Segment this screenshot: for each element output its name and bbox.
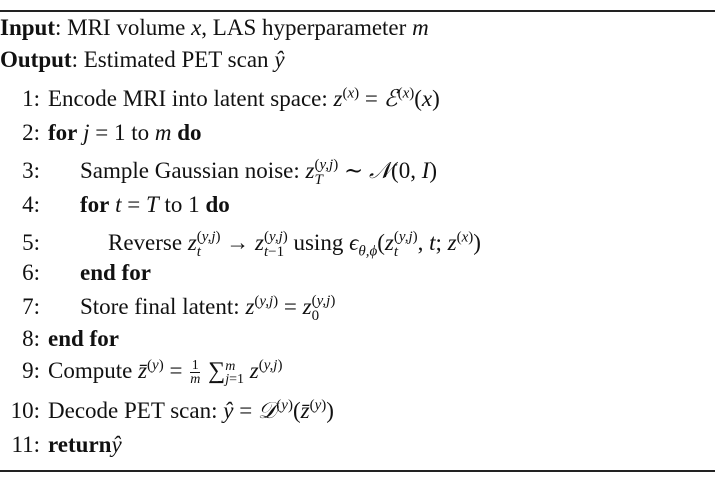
line-number: 5: [22,230,40,255]
line-number: 11: [11,432,40,457]
line-number: 4: [22,192,40,217]
input-text: : MRI volume x, LAS hyperparameter m [54,15,429,40]
line-text: Reverse [108,230,183,255]
line-text: ŷ [111,432,122,457]
line-text: t = T to 1 [115,192,200,217]
algorithm-line-3: 3: Sample Gaussian noise: z(y,j)T ∼ 𝒩(0,… [0,154,715,188]
input-line: Input: MRI volume x, LAS hyperparameter … [0,14,429,42]
line-text: j = 1 to m [83,120,172,145]
math-expression: z(y,j)T ∼ 𝒩(0, I) [305,156,438,188]
line-text: Encode MRI into latent space: [48,86,328,111]
line-number: 10: [10,398,40,423]
output-text: : Estimated PET scan ŷ [71,47,285,72]
output-label: Output [0,47,72,72]
keyword-return: return [48,432,112,457]
keyword-for: for [48,120,78,145]
keyword-end-for: end for [48,326,119,351]
algorithm-line-4: 4: for t = T to 1 do [0,188,715,222]
bottom-rule [0,470,715,472]
keyword-for: for [80,192,110,217]
input-label: Input [0,15,55,40]
keyword-do: do [205,192,230,217]
algorithm-line-2: 2: for j = 1 to m do [0,116,715,150]
line-text: Sample Gaussian noise: [80,158,300,183]
keyword-do: do [177,120,202,145]
math-expression: z(x) = ℰ(x)(x) [333,85,440,112]
algorithm-line-5: 5: Reverse z(y,j)t → z(y,j)t−1 using ϵθ,… [0,226,715,260]
line-number: 1: [22,86,40,111]
algorithm-line-10: 10: Decode PET scan: ŷ = 𝒟(y)(z̄(y)) [0,394,715,428]
math-expression: z(y,j)t → z(y,j)t−1 using ϵθ,ϕ(z(y,j)t, … [187,228,481,260]
algorithm-line-1: 1: Encode MRI into latent space: z(x) = … [0,82,715,116]
line-number: 8: [22,326,40,351]
line-number: 3: [22,158,40,183]
top-rule [0,10,715,12]
line-text: Store final latent: [80,294,240,319]
algorithm-line-8: 8: end for [0,322,715,356]
algorithm-line-6: 6: end for [0,256,715,290]
line-number: 6: [22,260,40,285]
line-number: 7: [22,294,40,319]
line-text: Compute [48,358,133,383]
keyword-end-for: end for [80,260,151,285]
line-number: 2: [22,120,40,145]
math-expression: ŷ = 𝒟(y)(z̄(y)) [223,397,334,424]
output-line: Output: Estimated PET scan ŷ [0,46,285,74]
line-number: 9: [22,358,40,383]
algorithm-line-7: 7: Store final latent: z(y,j) = z(y,j)0 [0,290,715,324]
math-expression: z(y,j) = z(y,j)0 [245,292,336,324]
algorithm-line-11: 11: return ŷ [0,428,715,462]
line-text: Decode PET scan: [48,398,218,423]
